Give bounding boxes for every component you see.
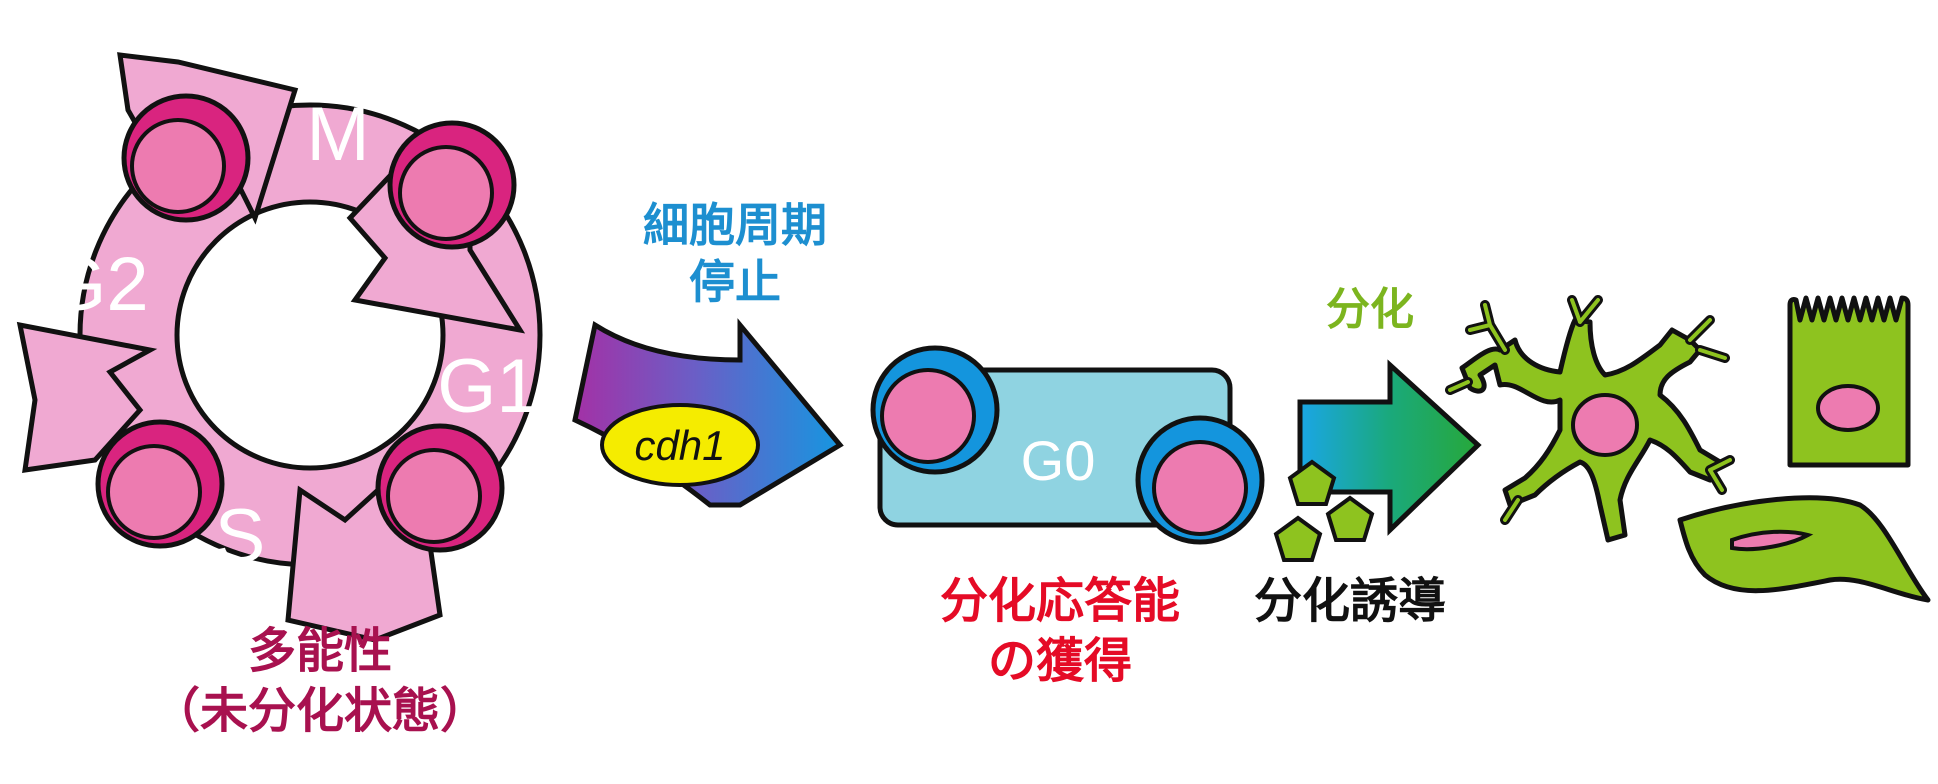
cycle-caption-line1: 多能性	[247, 623, 392, 679]
epithelial-cell	[1787, 295, 1911, 468]
cycle-cell-bottom-right	[375, 423, 505, 553]
cycle-arrow-left	[16, 321, 158, 473]
phase-g2-label: G2	[47, 242, 148, 327]
cycle-cell-top-left	[121, 93, 251, 223]
cycle-phase-labels: M G1 S G2	[47, 92, 538, 579]
cdh1-gene-label: cdh1	[634, 422, 725, 469]
g0-state: G0	[870, 345, 1265, 545]
g0-cell-right	[1135, 415, 1265, 545]
phase-g1-label: G1	[437, 344, 538, 429]
cycle-cells	[95, 93, 517, 553]
differentiation-label: 分化	[1326, 284, 1414, 335]
cycle-caption-line2: （未分化状態）	[151, 683, 488, 739]
muscle-cell	[1677, 495, 1931, 603]
g0-cell-left	[870, 345, 1000, 475]
cycle-cell-bottom-left	[95, 419, 225, 549]
inducer-molecules	[1273, 459, 1375, 562]
inducer-pentagon-1	[1287, 459, 1337, 506]
neuron-cell	[1445, 295, 1735, 543]
cycle-cell-top-right	[387, 120, 517, 250]
phase-s-label: S	[215, 494, 266, 579]
inducer-pentagon-2	[1325, 495, 1375, 542]
g0-label: G0	[1021, 429, 1096, 492]
inducer-label: 分化誘導	[1253, 573, 1446, 629]
g0-caption-line1: 分化応答能	[939, 573, 1180, 629]
phase-m-label: M	[306, 92, 369, 177]
arrest-label-line1: 細胞周期	[643, 198, 827, 252]
inducer-pentagon-3	[1273, 515, 1323, 562]
cdh1-oval: cdh1	[600, 403, 760, 487]
g0-caption-line2: の獲得	[987, 633, 1132, 689]
arrest-label-line2: 停止	[689, 255, 781, 309]
